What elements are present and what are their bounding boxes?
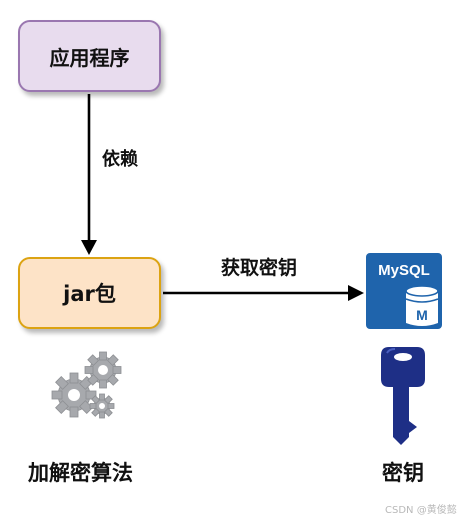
mysql-database-icon: MySQL M <box>366 253 442 329</box>
key-caption: 密钥 <box>382 461 424 485</box>
gears-caption: 加解密算法 <box>28 461 133 485</box>
mysql-text: MySQL <box>378 262 430 279</box>
app-node: 应用程序 <box>18 20 161 92</box>
app-node-label: 应用程序 <box>49 45 130 70</box>
get-key-label: 获取密钥 <box>221 257 298 279</box>
dependency-label: 依赖 <box>102 149 138 170</box>
jar-node-label: jar包 <box>63 282 116 306</box>
key-icon <box>381 347 425 445</box>
jar-node: jar包 <box>18 257 161 329</box>
mysql-badge: M <box>416 307 428 323</box>
watermark: CSDN @黄俊懿 <box>385 505 457 516</box>
gears-icon <box>51 351 122 419</box>
